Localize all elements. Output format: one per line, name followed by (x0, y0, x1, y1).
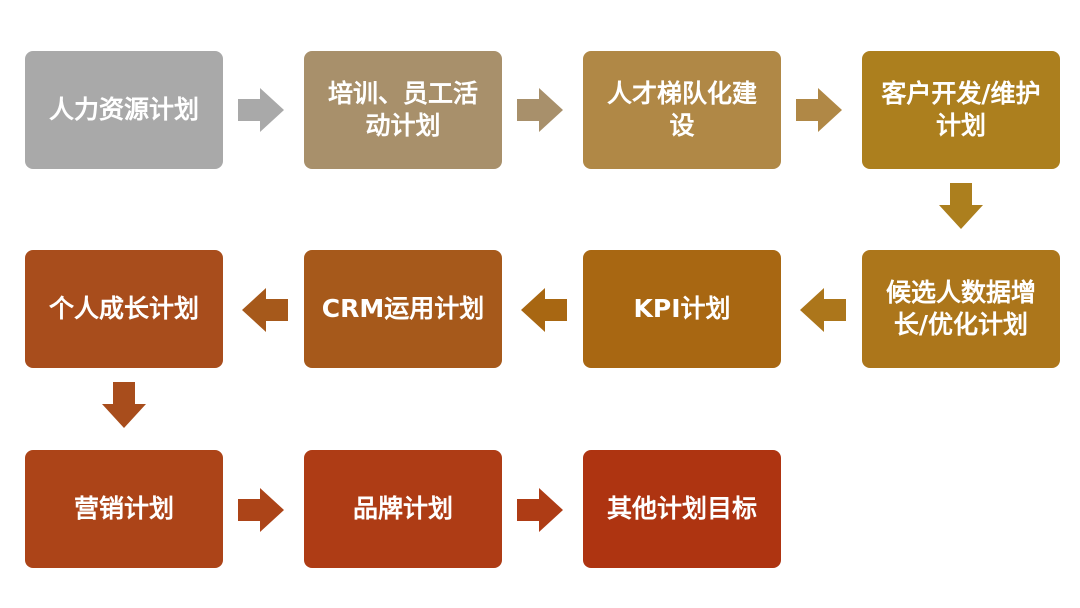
step-label: 品牌计划 (352, 493, 453, 523)
step-crm-plan: CRM运用计划 (304, 250, 502, 368)
step-label: 人力资源计划 (48, 94, 199, 124)
step-label: CRM运用计划 (321, 293, 485, 323)
step-label: 其他计划目标 (606, 493, 757, 523)
arrow-down-icon (939, 183, 983, 229)
arrow-shape (517, 488, 563, 532)
step-label: 人才梯队化建设 (606, 78, 757, 141)
arrow-left-icon (242, 288, 288, 332)
arrow-right-icon (238, 88, 284, 132)
step-hr-plan: 人力资源计划 (25, 51, 223, 169)
arrow-shape (238, 88, 284, 132)
arrow-shape (939, 183, 983, 229)
step-label: 营销计划 (73, 493, 174, 523)
arrow-right-icon (238, 488, 284, 532)
arrow-shape (521, 288, 567, 332)
arrow-shape (238, 488, 284, 532)
step-label: 客户开发/维护计划 (881, 78, 1041, 141)
step-marketing-plan: 营销计划 (25, 450, 223, 568)
step-label: 个人成长计划 (48, 293, 199, 323)
arrow-shape (517, 88, 563, 132)
arrow-left-icon (800, 288, 846, 332)
arrow-right-icon (796, 88, 842, 132)
arrow-right-icon (517, 88, 563, 132)
arrow-shape (800, 288, 846, 332)
step-talent-plan: 人才梯队化建设 (583, 51, 781, 169)
arrow-left-icon (521, 288, 567, 332)
arrow-down-icon (102, 382, 146, 428)
step-growth-plan: 个人成长计划 (25, 250, 223, 368)
step-label: KPI计划 (633, 293, 731, 323)
step-brand-plan: 品牌计划 (304, 450, 502, 568)
step-client-plan: 客户开发/维护计划 (862, 51, 1060, 169)
step-label: 培训、员工活动计划 (327, 78, 478, 141)
step-kpi-plan: KPI计划 (583, 250, 781, 368)
step-label: 候选人数据增长/优化计划 (885, 277, 1036, 340)
arrow-right-icon (517, 488, 563, 532)
step-candidate-plan: 候选人数据增长/优化计划 (862, 250, 1060, 368)
arrow-shape (242, 288, 288, 332)
step-other-plan: 其他计划目标 (583, 450, 781, 568)
arrow-shape (796, 88, 842, 132)
step-training-plan: 培训、员工活动计划 (304, 51, 502, 169)
arrow-shape (102, 382, 146, 428)
